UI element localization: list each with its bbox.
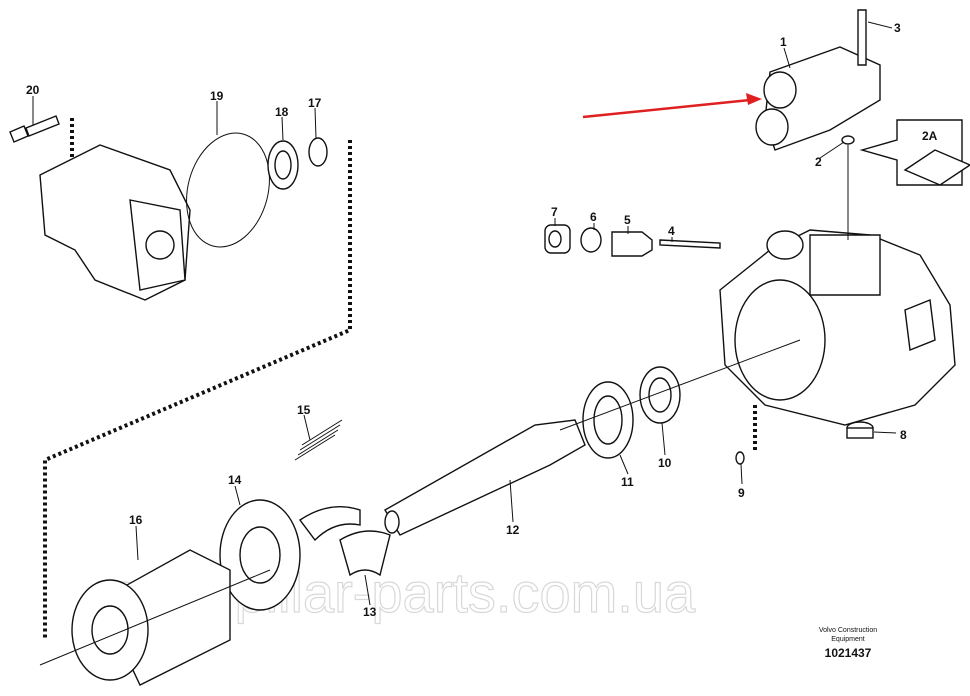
- part-1-valve[interactable]: [755, 46, 881, 151]
- callout-16[interactable]: 16: [129, 513, 143, 527]
- part-11-bearing[interactable]: [582, 381, 634, 459]
- part-12-shaft[interactable]: [384, 419, 586, 536]
- brand-line-2: Equipment: [831, 636, 865, 643]
- callout-19[interactable]: 19: [210, 89, 224, 103]
- part-4-pin[interactable]: [659, 239, 721, 249]
- callout-17[interactable]: 17: [308, 96, 322, 110]
- part-left-end-cover[interactable]: [39, 144, 191, 301]
- callout-14[interactable]: 14: [228, 473, 242, 487]
- part-20-bolt[interactable]: [9, 115, 60, 143]
- callout-6[interactable]: 6: [590, 210, 597, 224]
- part-10-seal[interactable]: [639, 366, 681, 424]
- part-7-plug[interactable]: [544, 224, 571, 254]
- document-number: 1021437: [825, 646, 872, 660]
- highlight-arrow: [582, 93, 762, 119]
- part-pump-housing[interactable]: [719, 229, 956, 426]
- part-19-o-ring[interactable]: [174, 124, 281, 257]
- part-15-spring[interactable]: [294, 419, 343, 461]
- assembly-line: [43, 140, 352, 640]
- part-17-snap-ring[interactable]: [308, 137, 328, 167]
- part-13-cradle[interactable]: [298, 505, 391, 577]
- callout-8[interactable]: 8: [900, 428, 907, 442]
- callout-7[interactable]: 7: [551, 205, 558, 219]
- part-16-cylinder-block[interactable]: [71, 549, 231, 686]
- callout-13[interactable]: 13: [363, 605, 377, 619]
- callout-10[interactable]: 10: [658, 456, 672, 470]
- callout-3[interactable]: 3: [894, 21, 901, 35]
- brand-line-1: Volvo Construction: [819, 627, 877, 634]
- callout-20[interactable]: 20: [26, 83, 40, 97]
- callout-11[interactable]: 11: [621, 475, 634, 489]
- callout-1[interactable]: 1: [780, 35, 787, 49]
- part-9-o-ring[interactable]: [735, 451, 745, 465]
- part-5-piston[interactable]: [611, 231, 653, 257]
- part-6-disc[interactable]: [580, 227, 602, 253]
- part-3-screw[interactable]: [857, 9, 867, 66]
- callout-12[interactable]: 12: [506, 523, 520, 537]
- callout-15[interactable]: 15: [297, 403, 311, 417]
- callout-5[interactable]: 5: [624, 213, 631, 227]
- part-14-swashplate[interactable]: [219, 499, 301, 611]
- callout-4[interactable]: 4: [668, 224, 675, 238]
- callout-9[interactable]: 9: [738, 486, 745, 500]
- callout-18[interactable]: 18: [275, 105, 289, 119]
- part-8-plug[interactable]: [846, 421, 874, 439]
- part-2-o-ring[interactable]: [841, 135, 855, 145]
- part-2a-detail[interactable]: [859, 119, 970, 186]
- callout-2a[interactable]: 2A: [922, 129, 938, 143]
- callout-2[interactable]: 2: [815, 155, 822, 169]
- leader-lines: [32, 21, 897, 606]
- part-18-bearing[interactable]: [267, 140, 299, 190]
